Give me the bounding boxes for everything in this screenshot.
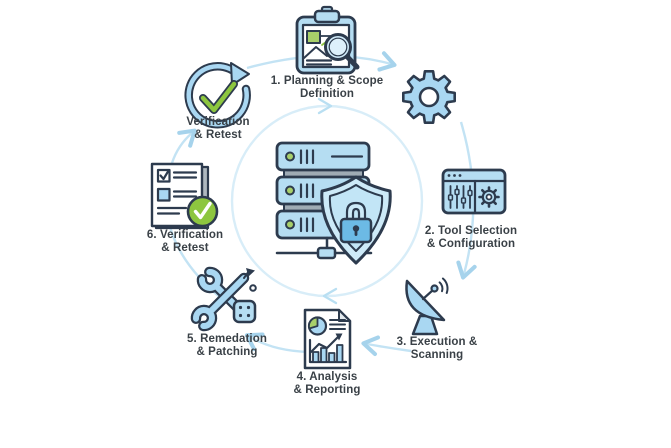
refresh-check-icon [184,62,251,129]
ratchet-tip [246,268,255,277]
step4-label: 4. Analysis& Reporting [293,371,361,396]
bar-chart-bars [312,344,344,363]
step3-label: 3. Execution &Scanning [396,336,478,361]
trend-line [309,334,341,354]
green-check-badge [186,195,219,228]
patch-square [232,299,257,324]
arc-4-to-5 [244,332,310,354]
magnifier-handle [345,54,360,70]
inner-arrow-top [317,97,333,115]
server-shield-lock-icon [275,141,392,265]
green-checkmark [200,81,237,113]
mini-gear [478,186,500,208]
dish-bowl [405,279,446,322]
refresh-arrowhead [230,62,250,86]
verification-badge-label: Verification& Retest [186,116,250,141]
slider-knobs [447,188,473,204]
satellite-dish-icon [405,277,449,336]
arc-3-to-4 [361,335,412,357]
step6-label: 6. Verification& Retest [146,229,224,254]
checklist-check-icon [150,162,219,230]
report-document-icon [303,308,352,370]
settings-window-icon [441,168,507,215]
gear-icon [402,70,456,124]
wrench-patch-icon [190,266,257,332]
inner-arrow-bottom [322,287,338,305]
step2-label: 2. Tool Selection& Configuration [424,225,518,250]
step5-label: 5. Remedation& Patching [187,333,267,358]
clipboard-magnifier-icon [295,5,360,75]
